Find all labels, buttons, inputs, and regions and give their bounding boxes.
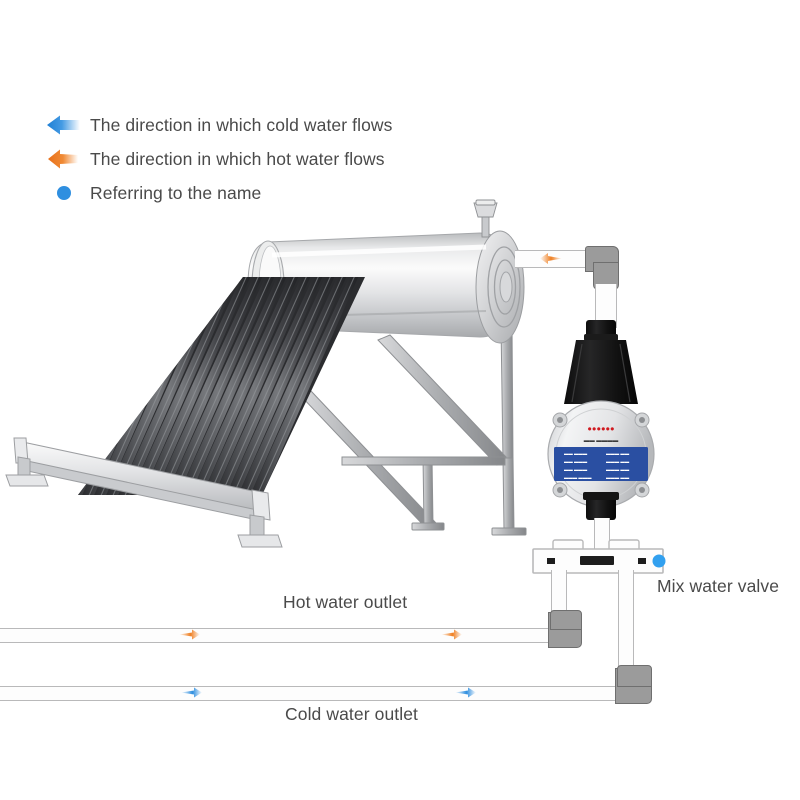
mix-water-valve-label: Mix water valve (657, 576, 780, 596)
solar-collector (5, 199, 527, 548)
flow-arrow-cold-2 (455, 687, 476, 698)
legend-item-hot-flow: The direction in which hot water flows (44, 142, 393, 176)
flow-arrow-hot-tank-outlet (540, 253, 562, 264)
svg-text:▬▬▬ ▬▬: ▬▬▬ ▬▬ (606, 467, 630, 472)
left-arrow-icon (44, 114, 84, 136)
hot-water-pipe (0, 628, 556, 643)
legend-item-label: Referring to the name (90, 182, 262, 203)
pump-to-valve-pipe (594, 518, 610, 552)
svg-text:▬▬▬ ▬▬: ▬▬▬ ▬▬ (606, 451, 630, 456)
pump-label: ●●●●●● ▬▬ ▬▬▬▬ ▬▬ ▬▬▬ ▬▬ ▬▬▬ ▬▬ ▬▬▬ ▬▬▬ … (554, 424, 648, 481)
mix-water-valve (532, 539, 666, 574)
svg-text:▬▬▬ ▬▬▬: ▬▬▬ ▬▬▬ (564, 475, 592, 480)
hot-pipe-elbow-neck (550, 610, 582, 630)
pump-inlet-pipe (595, 284, 617, 328)
tank-vent-cap (473, 199, 498, 238)
legend-item-name-marker: Referring to the name (44, 176, 393, 210)
svg-text:▬▬ ▬▬▬: ▬▬ ▬▬▬ (564, 451, 588, 456)
svg-text:▬▬▬ ▬▬: ▬▬▬ ▬▬ (606, 475, 630, 480)
pump-top-cap (584, 320, 618, 342)
svg-text:▬▬ ▬▬▬: ▬▬ ▬▬▬ (564, 459, 588, 464)
collector-feet (5, 456, 283, 548)
pump-body: ●●●●●● ▬▬ ▬▬▬▬ ▬▬ ▬▬▬ ▬▬ ▬▬▬ ▬▬ ▬▬▬ ▬▬▬ … (547, 400, 655, 508)
valve-hot-leg (551, 570, 567, 618)
cold-water-outlet-label: Cold water outlet (285, 704, 419, 724)
flow-arrow-cold-1 (181, 687, 202, 698)
legend: The direction in which cold water flows … (44, 108, 393, 210)
booster-pump: ●●●●●● ▬▬ ▬▬▬▬ ▬▬ ▬▬▬ ▬▬ ▬▬▬ ▬▬ ▬▬▬ ▬▬▬ … (547, 320, 655, 520)
dot-icon (44, 182, 84, 204)
pump-motor-housing (564, 340, 638, 404)
flow-arrow-hot-2 (441, 629, 462, 640)
pump-outlet-fitting (583, 492, 619, 520)
collector-frame (299, 324, 527, 536)
cold-water-pipe (0, 686, 624, 701)
flow-arrow-hot-1 (179, 629, 200, 640)
legend-item-label: The direction in which cold water flows (90, 114, 393, 135)
legend-item-label: The direction in which hot water flows (90, 148, 385, 169)
cold-pipe-elbow-neck (617, 665, 652, 687)
svg-text:▬▬▬ ▬▬: ▬▬▬ ▬▬ (606, 459, 630, 464)
valve-cold-leg (618, 570, 634, 674)
name-marker-dot (652, 554, 666, 568)
svg-text:▬▬ ▬▬▬: ▬▬ ▬▬▬ (564, 467, 588, 472)
hot-water-outlet-label: Hot water outlet (283, 592, 408, 612)
collector-bottom-rail (13, 437, 271, 522)
svg-text:▬▬ ▬▬▬▬: ▬▬ ▬▬▬▬ (584, 438, 619, 444)
legend-item-cold-flow: The direction in which cold water flows (44, 108, 393, 142)
left-arrow-icon (44, 148, 84, 170)
svg-text:●●●●●●: ●●●●●● (587, 424, 614, 433)
